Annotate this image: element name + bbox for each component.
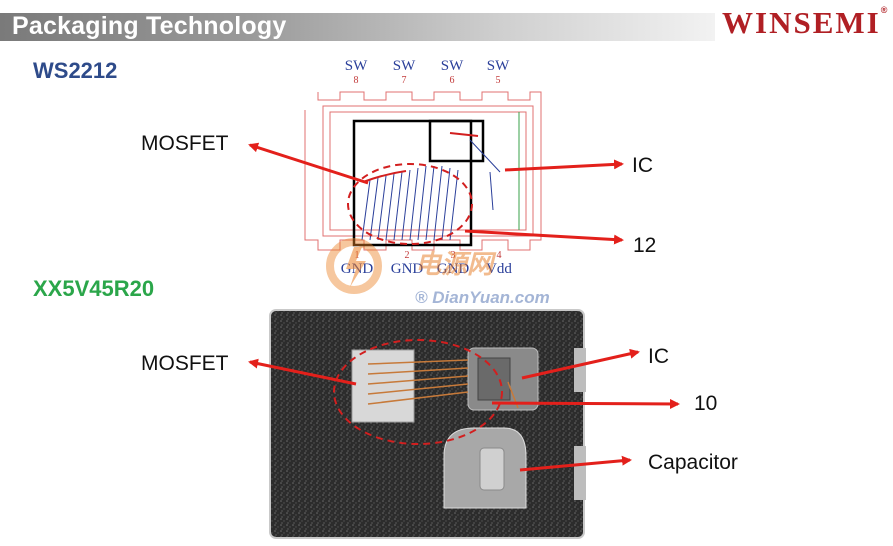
capacitor-body: [479, 447, 505, 491]
xx5v45r20-package-photo: [269, 309, 586, 539]
title-bar: [0, 13, 715, 41]
bond-wire-highlight-ellipse: [347, 163, 473, 245]
section-title-xx5v45r20: XX5V45R20: [33, 276, 155, 301]
bond-wires: [361, 139, 501, 241]
arrow-mosfet-top: [248, 142, 369, 185]
brand-name: WINSEMI: [722, 5, 881, 40]
watermark-en-text: ® DianYuan.com: [415, 288, 550, 308]
watermark-logo-icon: [326, 238, 382, 294]
arrow-mosfet-bottom: [248, 358, 357, 386]
mosfet-die-mark: [362, 170, 407, 183]
brand-registered-mark: ®: [880, 5, 890, 15]
ic-chip: [477, 357, 511, 401]
label-mosfet-top: MOSFET: [141, 132, 229, 155]
label-capacitor: Capacitor: [648, 451, 738, 474]
section-title-ws2212: WS2212: [33, 58, 118, 83]
watermark-cn-text: 电源网: [415, 249, 494, 279]
label-count-top: 12: [633, 234, 657, 257]
page-title: Packaging Technology: [12, 12, 287, 40]
arrow-count-top: [464, 229, 624, 245]
bond-wire-highlight-ellipse-photo: [333, 339, 503, 445]
watermark-registered-mark: ®: [415, 288, 428, 307]
label-count-bottom: 10: [694, 392, 718, 415]
brand-logo: WINSEMI®: [722, 5, 889, 41]
ic-die-outline: [428, 119, 485, 163]
lead-bottom-right: [574, 446, 586, 500]
label-mosfet-bottom: MOSFET: [141, 352, 229, 375]
watermark-site-name: DianYuan.com: [432, 288, 550, 307]
ic-die-mark: [449, 132, 479, 137]
label-ic-top: IC: [632, 154, 653, 177]
arrow-ic-bottom: [521, 348, 640, 380]
arrow-ic-top: [504, 159, 624, 172]
mosfet-die-outline: [352, 119, 473, 247]
label-ic-bottom: IC: [648, 345, 669, 368]
arrow-count-bottom: [491, 398, 680, 409]
arrow-capacitor: [519, 455, 632, 472]
lead-top-right: [574, 348, 586, 392]
